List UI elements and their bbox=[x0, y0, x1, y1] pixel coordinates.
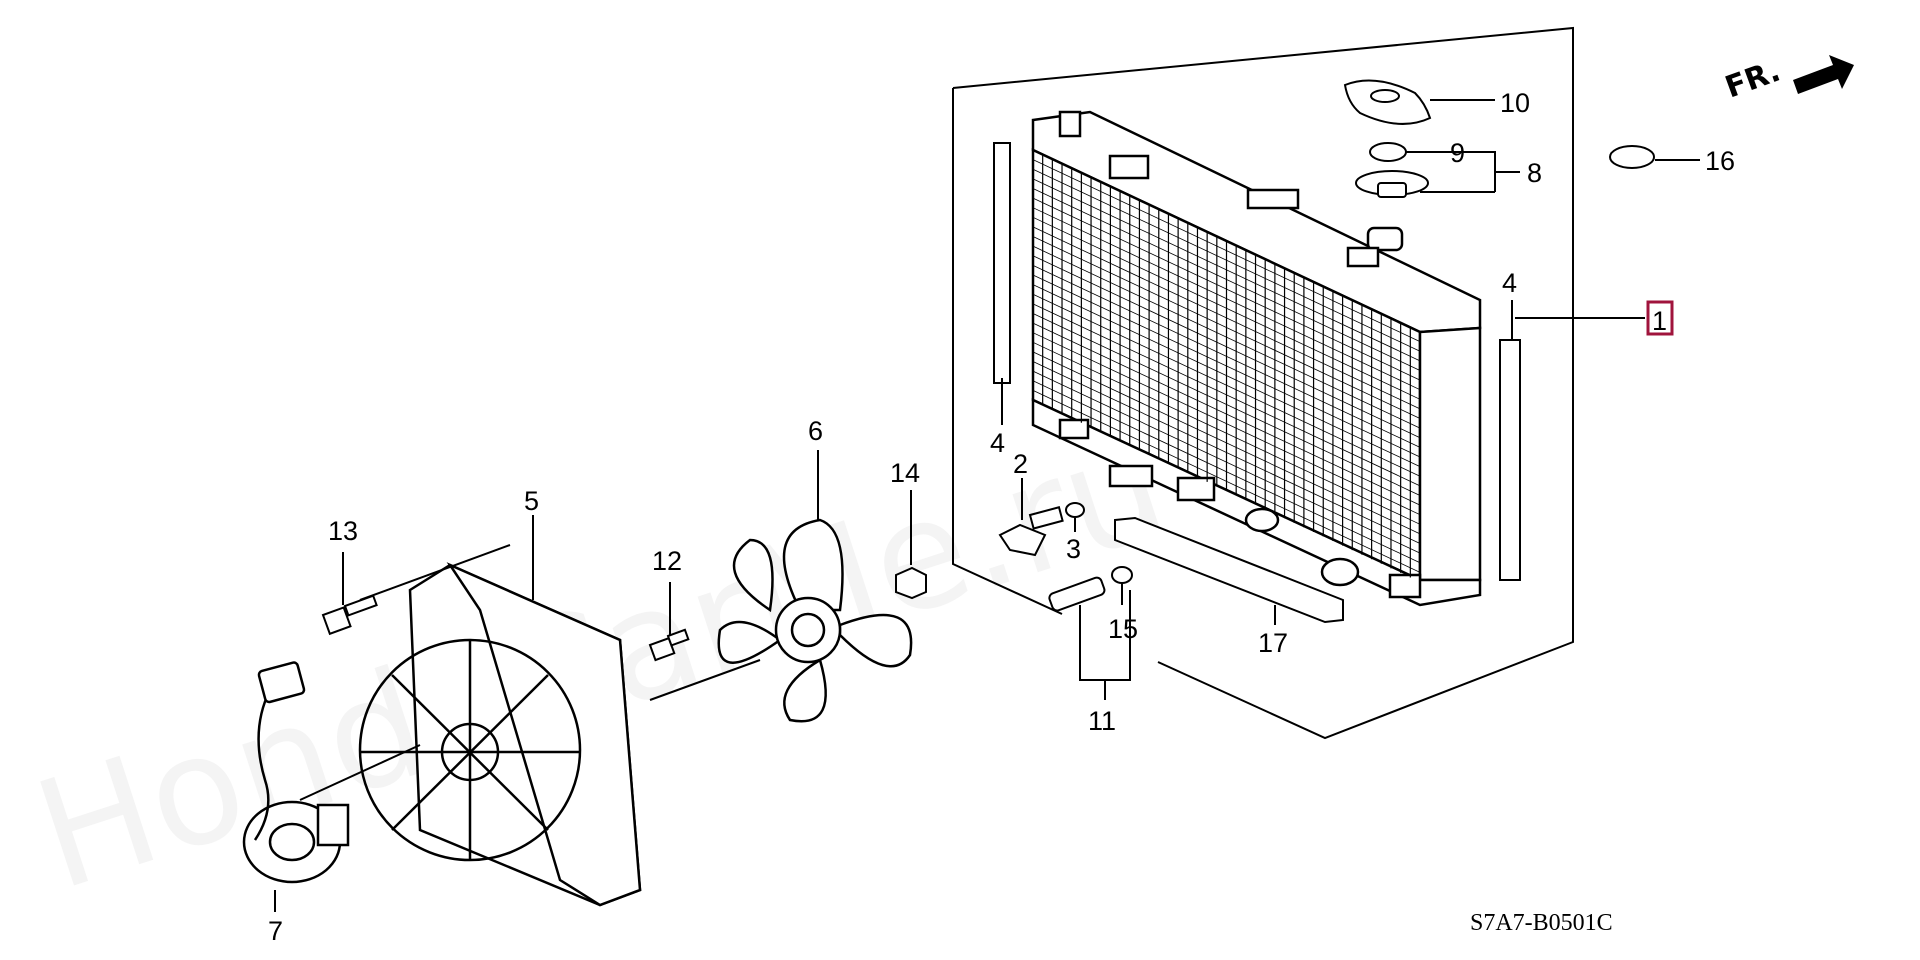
radiator-cap-part bbox=[1355, 170, 1429, 198]
callout-16: 16 bbox=[1705, 146, 1735, 176]
callout-11: 11 bbox=[1088, 706, 1116, 736]
callout-8: 8 bbox=[1527, 158, 1542, 188]
diagram-code: S7A7-B0501C bbox=[1470, 910, 1613, 936]
callout-4-left: 4 bbox=[990, 428, 1005, 458]
fan-switch-part bbox=[1048, 566, 1133, 612]
drain-plug-part bbox=[1609, 145, 1655, 169]
radiator-assembly-frame bbox=[952, 26, 1574, 740]
front-direction-arrow-icon bbox=[1793, 55, 1854, 94]
gasket-part bbox=[1369, 142, 1407, 162]
radiator-core-fins bbox=[1032, 154, 1421, 578]
bolt-12-part bbox=[648, 628, 690, 662]
callout-2: 2 bbox=[1013, 449, 1028, 479]
callout-17: 17 bbox=[1258, 628, 1288, 658]
callout-15: 15 bbox=[1108, 614, 1138, 644]
callout-5: 5 bbox=[524, 486, 539, 516]
cooling-fan-part bbox=[717, 518, 913, 723]
callout-7: 7 bbox=[268, 916, 283, 946]
front-direction-indicator: FR. bbox=[1721, 54, 1854, 106]
callout-4-right: 4 bbox=[1502, 268, 1517, 298]
callout-labels: 1 2 3 4 4 5 6 7 8 9 10 11 12 13 14 15 16… bbox=[268, 88, 1735, 946]
front-direction-label: FR. bbox=[1721, 54, 1785, 106]
callout-1: 1 bbox=[1652, 306, 1667, 336]
bolt-13-part bbox=[321, 594, 378, 636]
seal-strip-left bbox=[993, 142, 1011, 384]
highlight-box-1 bbox=[1646, 300, 1674, 336]
radiator-cap-seal-part bbox=[1343, 79, 1432, 125]
callout-9: 9 bbox=[1450, 138, 1465, 168]
o-ring-part bbox=[1065, 502, 1085, 518]
drain-cock-part bbox=[998, 506, 1064, 557]
callout-14: 14 bbox=[890, 458, 920, 488]
callout-13: 13 bbox=[328, 516, 358, 546]
callout-6: 6 bbox=[808, 416, 823, 446]
leader-lines bbox=[274, 99, 1700, 912]
callout-12: 12 bbox=[652, 546, 682, 576]
callout-3: 3 bbox=[1066, 534, 1081, 564]
fan-motor-part bbox=[242, 661, 350, 884]
fan-shroud-part bbox=[358, 562, 642, 907]
nut-14-part bbox=[895, 566, 927, 600]
seal-strip-bottom bbox=[1114, 516, 1344, 624]
callout-10: 10 bbox=[1500, 88, 1530, 118]
seal-strip-right bbox=[1499, 339, 1521, 581]
